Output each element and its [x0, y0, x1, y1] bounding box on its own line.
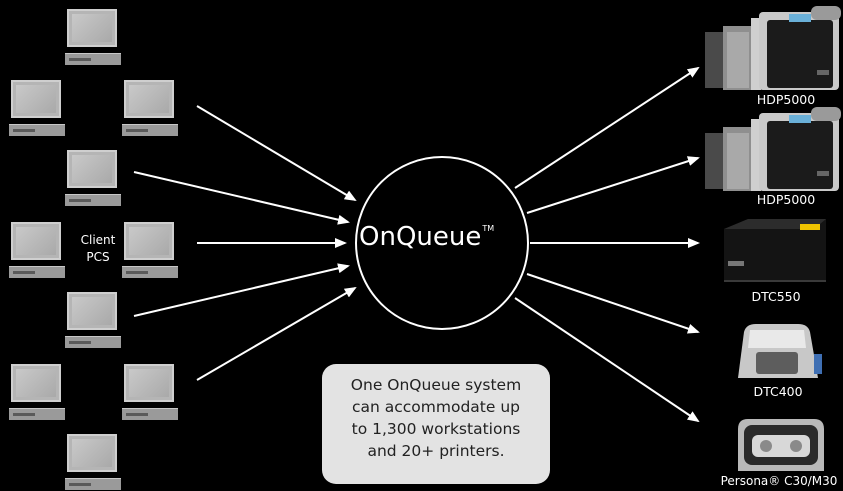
info-line-2: can accommodate up [351, 398, 521, 416]
arrow-client-2 [133, 171, 350, 225]
client-pc-icon [122, 80, 178, 136]
onqueue-hub-label: OnQueueTM [359, 222, 519, 252]
onqueue-hub-circle [355, 156, 529, 330]
trademark-mark: TM [482, 224, 495, 233]
printer-label-3: DTC550 [751, 289, 801, 304]
hdp5000-printer-icon [705, 107, 841, 191]
printer-label-5: Persona® C30/M30 [720, 474, 838, 488]
persona-printer-icon [738, 419, 824, 471]
client-pc-icon [65, 434, 121, 490]
client-pc-icon [65, 150, 121, 206]
arrow-client-1 [196, 105, 357, 202]
client-pc-icon [122, 364, 178, 420]
printer-label-2: HDP5000 [756, 192, 816, 207]
client-label-line-2: PCS [86, 250, 110, 264]
printer-label-4: DTC400 [753, 384, 803, 399]
arrow-printer-4 [526, 273, 700, 334]
hub-name: OnQueue [359, 222, 482, 252]
printer-label-1: HDP5000 [756, 92, 816, 107]
arrow-client-5 [196, 286, 357, 381]
info-callout: One OnQueue system can accommodate up to… [322, 364, 550, 484]
info-line-4: and 20+ printers. [367, 442, 505, 460]
arrow-printer-2 [526, 156, 700, 214]
client-pc-icon [9, 364, 65, 420]
info-line-3: to 1,300 workstations [351, 420, 521, 438]
hdp5000-printer-icon [705, 6, 841, 90]
arrow-client-4 [133, 263, 350, 317]
arrow-printer-5 [514, 297, 700, 423]
client-label-line-1: Client [80, 233, 116, 247]
info-line-1: One OnQueue system [350, 376, 522, 394]
arrow-printer-1 [514, 66, 700, 189]
client-pcs-label: Client PCS [70, 232, 126, 266]
client-pc-icon [9, 80, 65, 136]
dtc400-printer-icon [738, 324, 822, 378]
client-pc-icon [122, 222, 178, 278]
dtc550-printer-icon [724, 219, 826, 282]
client-pc-icon [65, 292, 121, 348]
client-pc-icon [9, 222, 65, 278]
client-pc-icon [65, 9, 121, 65]
